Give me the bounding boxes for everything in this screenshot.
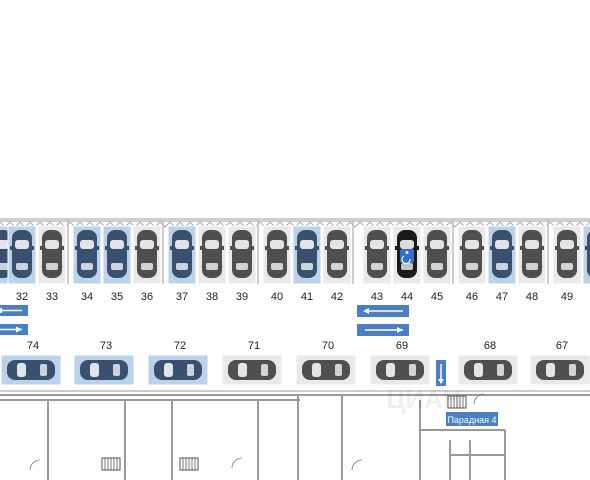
parking-slot[interactable]: 47 [487, 225, 517, 303]
parking-slot[interactable]: 34 [72, 225, 102, 303]
slot-number: 41 [301, 291, 313, 303]
parking-slot[interactable]: 49 [552, 225, 582, 303]
slot-number: 42 [331, 291, 343, 303]
parking-slot[interactable]: 43 [362, 225, 392, 303]
building-outline [0, 393, 590, 480]
parking-slot[interactable]: 48 [517, 225, 547, 303]
parking-slot[interactable]: 42 [322, 225, 352, 303]
slot-number: 35 [111, 291, 123, 303]
bottom-parking-row: 74 73 72 71 70 69 68 67 [0, 340, 590, 392]
slot-number: 32 [16, 291, 28, 303]
slot-number: 69 [396, 340, 408, 352]
parking-slot[interactable]: 73 [73, 340, 135, 386]
top-parking-row: 32 33 34 35 36 37 38 39 40 41 42 43 44 45 46 47 48 49 [0, 220, 590, 303]
slot-number: 33 [46, 291, 58, 303]
slot-number: 73 [100, 340, 112, 352]
slot-number: 38 [206, 291, 218, 303]
parking-slot[interactable]: 74 [0, 340, 62, 386]
parking-slot[interactable]: 45 [422, 225, 452, 303]
slot-number: 68 [484, 340, 496, 352]
slot-number: 67 [556, 340, 568, 352]
one-way-arrow-icon [357, 305, 409, 317]
slot-number: 44 [401, 291, 413, 303]
slot-number: 70 [322, 340, 334, 352]
slot-number: 34 [81, 291, 93, 303]
parking-slot[interactable]: 41 [292, 225, 322, 303]
one-way-down-arrow-icon [436, 360, 446, 386]
parking-slot[interactable]: 32 [7, 225, 37, 303]
slot-number: 71 [248, 340, 260, 352]
parking-slot[interactable]: 67 [529, 340, 590, 386]
parking-slot[interactable]: 69 [369, 340, 431, 386]
parking-slot[interactable]: 36 [132, 225, 162, 303]
parking-slot[interactable]: 40 [262, 225, 292, 303]
entrance-label: Парадная 4 [447, 415, 496, 425]
slot-number: 46 [466, 291, 478, 303]
slot-number: 49 [561, 291, 573, 303]
one-way-arrow-icon [357, 324, 409, 336]
slot-number: 40 [271, 291, 283, 303]
one-way-arrow-icon [0, 324, 28, 335]
parking-slot[interactable]: 44 [392, 225, 422, 303]
parking-slot[interactable] [582, 225, 590, 285]
parking-slot[interactable]: 46 [457, 225, 487, 303]
parking-slot[interactable]: 72 [147, 340, 209, 386]
driving-lane [0, 305, 446, 386]
stairs-icon [179, 457, 199, 471]
parking-slot[interactable]: 38 [197, 225, 227, 303]
slot-number: 47 [496, 291, 508, 303]
slot-number: 48 [526, 291, 538, 303]
one-way-arrow-icon [0, 305, 28, 316]
parking-slot[interactable]: 70 [295, 340, 357, 386]
parking-slot[interactable]: 37 [167, 225, 197, 303]
slot-number: 74 [27, 340, 39, 352]
slot-number: 72 [174, 340, 186, 352]
stairs-icon [447, 395, 467, 409]
parking-slot[interactable]: 68 [457, 340, 519, 386]
slot-number: 37 [176, 291, 188, 303]
parking-slot[interactable]: 35 [102, 225, 132, 303]
slot-number: 39 [236, 291, 248, 303]
parking-slot[interactable]: 71 [221, 340, 283, 386]
wheelchair-icon [400, 249, 414, 265]
slot-number: 45 [431, 291, 443, 303]
slot-number: 36 [141, 291, 153, 303]
parking-slot[interactable]: 33 [37, 225, 67, 303]
watermark: ЦИАН [386, 384, 461, 414]
stairs-icon [101, 457, 121, 471]
parking-slot[interactable]: 39 [227, 225, 257, 303]
entrance-label-box: Парадная 4 [446, 412, 498, 426]
slot-number: 43 [371, 291, 383, 303]
